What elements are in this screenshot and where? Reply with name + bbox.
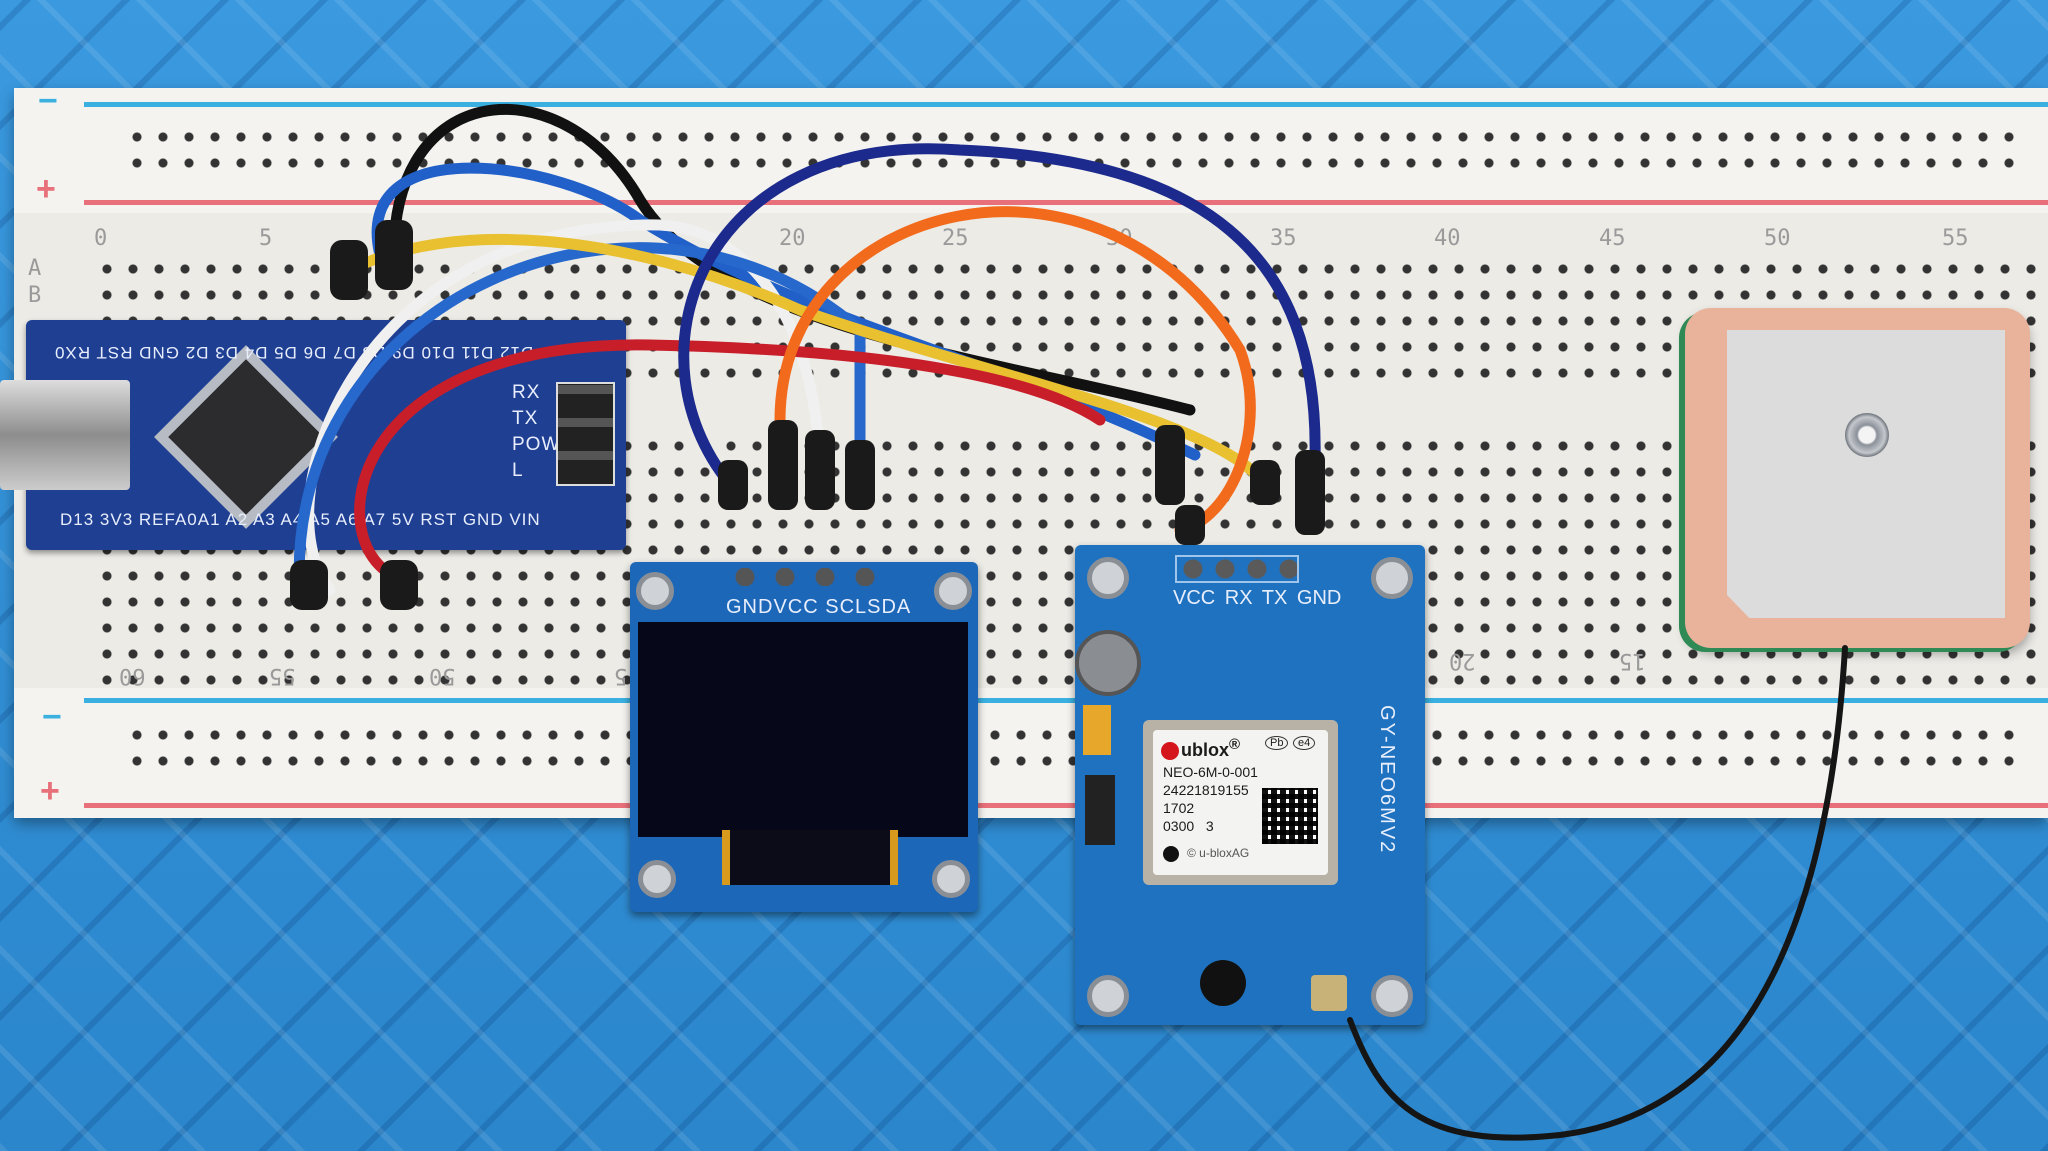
mount-hole bbox=[1371, 975, 1413, 1017]
led-label-tx: TX bbox=[512, 408, 539, 429]
mount-hole-dark bbox=[1200, 960, 1246, 1006]
mount-hole bbox=[932, 860, 970, 898]
pb-free-badge: Pb bbox=[1265, 736, 1289, 750]
mount-hole bbox=[638, 860, 676, 898]
oled-screen bbox=[638, 622, 968, 837]
led-label-l: L bbox=[512, 460, 524, 481]
wire-orange[interactable] bbox=[774, 206, 1256, 536]
chip-lot: 0300 3 bbox=[1163, 818, 1214, 834]
oled-header-pins bbox=[725, 568, 885, 586]
bottom-pin-labels: D13 3V3 REFA0A1 A2 A3 A4 A5 A6 A7 5V RST… bbox=[60, 510, 541, 529]
row-letter: A bbox=[28, 256, 42, 281]
column-number: 0 bbox=[94, 226, 108, 251]
backup-battery bbox=[1075, 630, 1141, 696]
gps-patch-antenna bbox=[1685, 308, 2030, 648]
antenna-plate bbox=[1727, 330, 2005, 618]
ublox-neo6m-chip: ublox® Pb e4 NEO-6M-0-001 24221819155 17… bbox=[1143, 720, 1338, 885]
tantalum-capacitor bbox=[1083, 705, 1111, 755]
wire-blue-2[interactable] bbox=[293, 242, 866, 601]
datamatrix-code bbox=[1262, 788, 1318, 844]
mount-hole bbox=[636, 572, 674, 610]
minus-line bbox=[84, 102, 2048, 107]
minus-line bbox=[84, 698, 2048, 703]
gps-header-pins bbox=[1175, 555, 1299, 583]
plus-symbol: + bbox=[40, 772, 60, 810]
column-number: 20 bbox=[779, 226, 806, 251]
mount-hole bbox=[1087, 975, 1129, 1017]
minus-symbol: − bbox=[42, 698, 62, 736]
ublox-logo: ublox® bbox=[1161, 736, 1240, 761]
mini-usb-connector bbox=[0, 380, 130, 490]
wire-connectors bbox=[290, 220, 1325, 610]
chip-date-code: 1702 bbox=[1163, 800, 1195, 816]
flex-cable bbox=[722, 830, 898, 885]
mount-hole bbox=[1371, 557, 1413, 599]
column-number: 45 bbox=[1599, 226, 1626, 251]
plus-line bbox=[84, 200, 2048, 205]
chip-copyright: © u-bloxAG bbox=[1187, 846, 1250, 860]
plus-symbol: + bbox=[36, 170, 56, 208]
mount-hole bbox=[1087, 557, 1129, 599]
eeprom-chip bbox=[1085, 775, 1115, 845]
wire-navy-left[interactable] bbox=[678, 143, 1321, 496]
column-number: 55 bbox=[1942, 226, 1969, 251]
chip-label: ublox® Pb e4 NEO-6M-0-001 24221819155 17… bbox=[1153, 730, 1328, 875]
gps-board-name: GY-NEO6MV2 bbox=[1376, 705, 1398, 855]
column-number: 50 bbox=[1764, 226, 1791, 251]
oled-display-module: GNDVCC SCLSDA bbox=[630, 562, 978, 912]
wire-red[interactable] bbox=[354, 339, 1106, 586]
column-number: 40 bbox=[1434, 226, 1461, 251]
pin1-dot bbox=[1163, 846, 1179, 862]
led-label-pow: POW bbox=[512, 434, 561, 455]
ufl-antenna-connector bbox=[1311, 975, 1347, 1011]
gps-pin-labels: VCC RX TX GND bbox=[1173, 587, 1342, 609]
plus-line bbox=[84, 803, 2048, 808]
bottom-power-rail: − + bbox=[14, 688, 2048, 818]
row-letter: B bbox=[28, 283, 42, 308]
antenna-feed-pin bbox=[1845, 413, 1889, 457]
led-label-rx: RX bbox=[512, 382, 541, 403]
minus-symbol: − bbox=[38, 82, 58, 120]
rail-holes bbox=[124, 722, 2024, 774]
icsp-header bbox=[556, 382, 615, 486]
column-number: 35 bbox=[1270, 226, 1297, 251]
mount-hole bbox=[934, 572, 972, 610]
antenna-cable bbox=[1347, 645, 1848, 1141]
chip-model: NEO-6M-0-001 bbox=[1163, 764, 1258, 780]
chip-serial: 24221819155 bbox=[1163, 782, 1249, 798]
oled-pin-labels: GNDVCC SCLSDA bbox=[726, 596, 912, 618]
e4-badge: e4 bbox=[1293, 736, 1316, 750]
column-number: 25 bbox=[942, 226, 969, 251]
gps-module: VCC RX TX GND ublox® Pb e4 NEO-6M-0-001 … bbox=[1075, 545, 1425, 1025]
ublox-logo-icon bbox=[1161, 742, 1179, 761]
column-number: 5 bbox=[259, 226, 273, 251]
